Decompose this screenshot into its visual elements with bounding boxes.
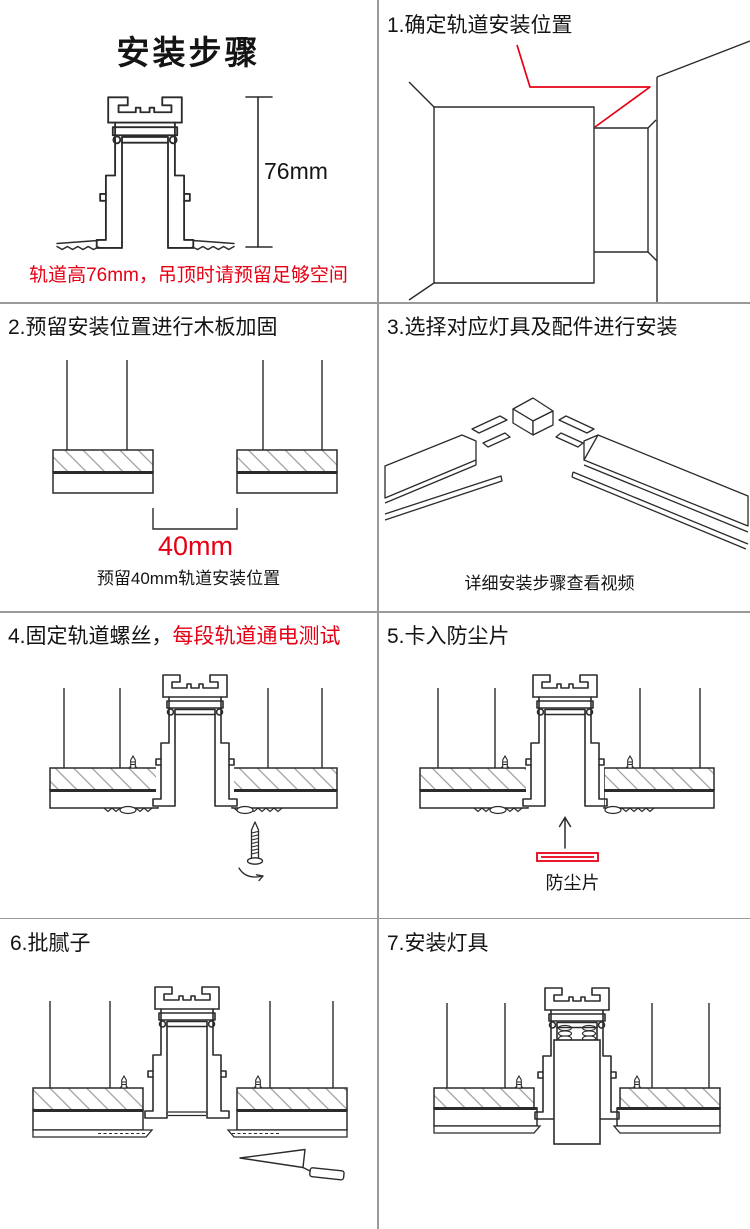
step-7-heading: 7.安装灯具 [387,932,489,955]
screw-icon [246,821,264,865]
board-screw-icon [254,1075,262,1089]
vertical-divider [377,0,379,1229]
panel-step-6: 6.批腻子 [0,918,377,1229]
board-screw-icon [626,755,634,769]
light-fixture-body [553,1039,601,1145]
panel-step-2: 2.预留安装位置进行木板加固 40mm 预留40mm轨道安装位置 [0,302,377,611]
step-2-heading: 2.预留安装位置进行木板加固 [8,316,278,339]
panel-intro: 安装步骤 76mm 轨道高76mm，吊顶时请预留足够空间 [0,0,377,302]
dust-cover-installed [168,1111,206,1117]
dust-cover-label: 防尘片 [545,873,600,893]
dimension-label-76mm: 76mm [264,158,328,184]
panel-step-4: 4.固定轨道螺丝，每段轨道通电测试 [0,611,377,918]
dust-cover-strip [536,852,599,862]
page-title: 安装步骤 [116,34,261,71]
wood-reinforcement-diagram [52,360,338,530]
panel-step-7: 7.安装灯具 [377,918,750,1229]
step-4-heading: 4.固定轨道螺丝，每段轨道通电测试 [8,624,341,649]
rotate-arrow-icon [238,867,264,882]
light-fixture-diagram [433,986,721,1145]
corner-connector-diagram [384,397,749,550]
horizontal-divider-2 [0,611,750,613]
step-4-heading-black: 4.固定轨道螺丝， [8,625,173,648]
step-2-caption: 预留40mm轨道安装位置 [96,569,281,588]
dust-cover-diagram [419,673,715,862]
putty-finishing-diagram [32,985,348,1181]
step-3-caption: 详细安装步骤查看视频 [464,574,635,593]
board-screw-icon [501,755,509,769]
board-screw-icon [129,755,137,769]
board-screw-icon [515,1075,523,1089]
panel-step-1: 1.确定轨道安装位置 [377,0,750,302]
screw-fixing-diagram [49,673,338,882]
track-cross-section-diagram [56,95,273,251]
intro-warning-note: 轨道高76mm，吊顶时请预留足够空间 [29,265,348,286]
panel-step-5: 5.卡入防尘片 [377,611,750,918]
dimension-line-76mm [245,96,273,248]
step-4-heading-red: 每段轨道通电测试 [172,625,341,648]
board-screw-icon [633,1075,641,1089]
red-callout-line [516,44,651,128]
step-3-heading: 3.选择对应灯具及配件进行安装 [387,316,678,339]
step-1-heading: 1.确定轨道安装位置 [387,14,573,37]
arrow-up-icon [558,816,572,849]
step-6-heading: 6.批腻子 [10,932,91,955]
putty-knife-icon [239,1148,345,1181]
panel-step-3: 3.选择对应灯具及配件进行安装 详细安 [377,302,750,611]
dimension-label-40mm: 40mm [157,531,233,561]
ceiling-position-diagram [408,40,750,302]
board-screw-icon [120,1075,128,1089]
horizontal-divider-3 [0,917,750,919]
dimension-bracket-40mm [152,508,238,530]
step-5-heading: 5.卡入防尘片 [387,625,510,648]
horizontal-divider-1 [0,302,750,304]
